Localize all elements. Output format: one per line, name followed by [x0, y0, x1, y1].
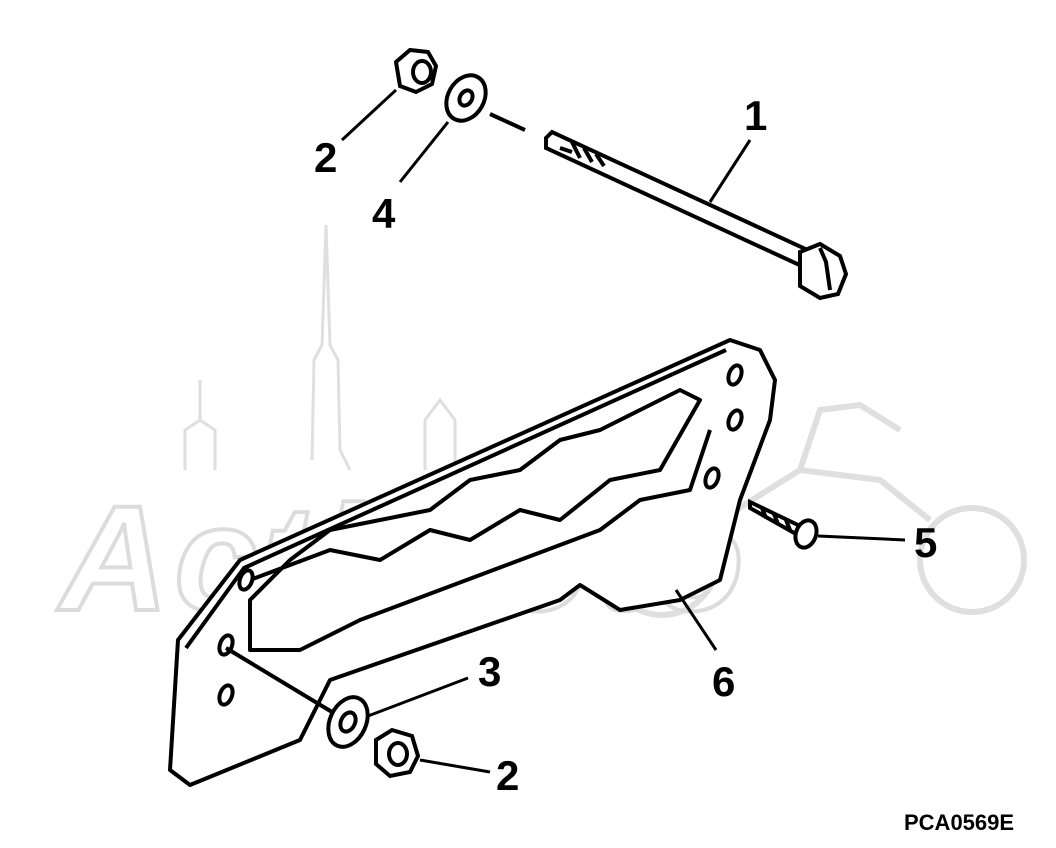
leader-3: [367, 676, 469, 718]
callout-2-bottom: 2: [496, 752, 519, 799]
leader-lines: [340, 88, 906, 774]
leader-2-top: [340, 88, 398, 142]
axis-line-top: [489, 112, 526, 132]
leader-1: [708, 139, 752, 203]
part-bracket-plate: [168, 338, 777, 787]
part-screw: [748, 498, 819, 550]
part-nut-bottom: [374, 727, 421, 779]
axis-line-bottom: [224, 646, 334, 714]
watermark-skyline: [183, 224, 457, 471]
figure-code: PCA0569E: [904, 810, 1014, 835]
leader-2-bottom: [419, 758, 491, 774]
callout-5: 5: [914, 519, 937, 566]
leader-5: [817, 534, 906, 542]
callout-4: 4: [372, 190, 396, 237]
part-washer-top: [444, 73, 488, 123]
leader-4: [398, 121, 450, 183]
callout-2-top: 2: [314, 134, 337, 181]
callout-6: 6: [712, 658, 735, 705]
part-bolt: [544, 129, 849, 301]
part-washer-bottom: [326, 695, 370, 749]
callout-3: 3: [478, 648, 501, 695]
part-nut-top: [393, 47, 439, 95]
callout-1: 1: [744, 92, 767, 139]
leader-6: [674, 589, 718, 651]
